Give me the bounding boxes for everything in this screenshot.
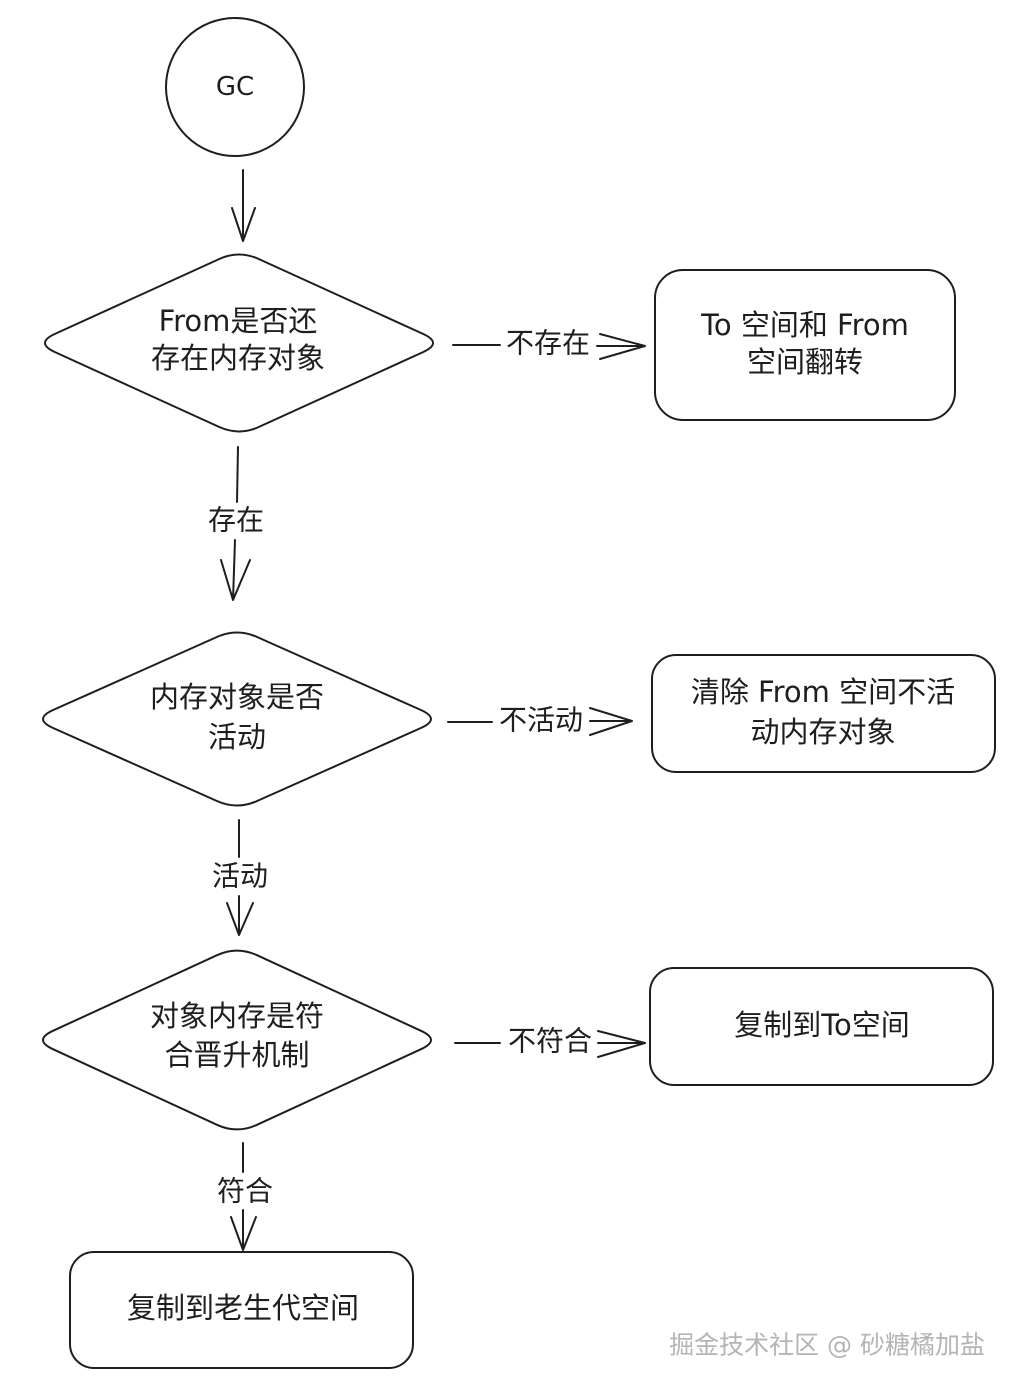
edge-label-meet: 符合 [217, 1175, 273, 1208]
process-flip-spaces-line-1: To 空间和 From [700, 308, 909, 342]
start-circle [165, 17, 305, 157]
start-label: GC [216, 72, 254, 102]
decision-promotion-check: 对象内存是符 合晋升机制 [42, 949, 432, 1131]
process-copy-to-space-box [649, 967, 994, 1086]
process-clear-inactive-line-1: 清除 From 空间不活 [691, 675, 955, 709]
watermark-text: 掘金技术社区 @ 砂糖橘加盐 [669, 1331, 985, 1360]
decision-objects-active-line-2: 活动 [208, 720, 266, 754]
arrow-exist [220, 446, 251, 601]
process-copy-old-generation: 复制到老生代空间 [69, 1251, 414, 1369]
edge-label-not-meet: 不符合 [508, 1025, 592, 1058]
edge-label-exist: 存在 [208, 504, 264, 537]
arrow-inactive [447, 707, 633, 736]
process-copy-to-space: 复制到To空间 [649, 967, 994, 1086]
process-flip-spaces-line-2: 空间翻转 [747, 345, 863, 379]
decision-from-has-objects-diamond [44, 253, 434, 433]
decision-from-has-objects-line-2: 存在内存对象 [151, 341, 325, 375]
process-flip-spaces: To 空间和 From 空间翻转 [654, 269, 956, 421]
arrow-not-exist [452, 333, 646, 360]
decision-promotion-check-line-2: 合晋升机制 [164, 1038, 309, 1072]
process-clear-inactive-line-2: 动内存对象 [750, 715, 895, 749]
process-clear-inactive: 清除 From 空间不活 动内存对象 [651, 654, 996, 773]
arrow-meet [230, 1142, 257, 1251]
start-node: GC [165, 17, 305, 157]
decision-from-has-objects: From是否还 存在内存对象 [44, 253, 434, 433]
process-flip-spaces-box [654, 269, 956, 421]
edge-label-active: 活动 [212, 860, 268, 893]
process-clear-inactive-box [651, 654, 996, 773]
edge-label-inactive: 不活动 [499, 704, 583, 737]
decision-objects-active: 内存对象是否 活动 [42, 631, 432, 807]
decision-objects-active-line-1: 内存对象是否 [150, 680, 324, 714]
process-copy-old-generation-box [69, 1251, 414, 1369]
edge-label-not-exist: 不存在 [506, 327, 590, 360]
decision-from-has-objects-line-1: From是否还 [159, 304, 318, 338]
decision-promotion-check-diamond [42, 949, 432, 1131]
arrow-active [226, 819, 254, 936]
arrow-gc-to-from-check [231, 169, 256, 242]
process-copy-old-generation-line-1: 复制到老生代空间 [127, 1291, 359, 1325]
arrow-not-meet [454, 1030, 646, 1058]
decision-objects-active-diamond [42, 631, 432, 807]
decision-promotion-check-line-1: 对象内存是符 [150, 999, 324, 1033]
process-copy-to-space-line-1: 复制到To空间 [734, 1008, 910, 1042]
